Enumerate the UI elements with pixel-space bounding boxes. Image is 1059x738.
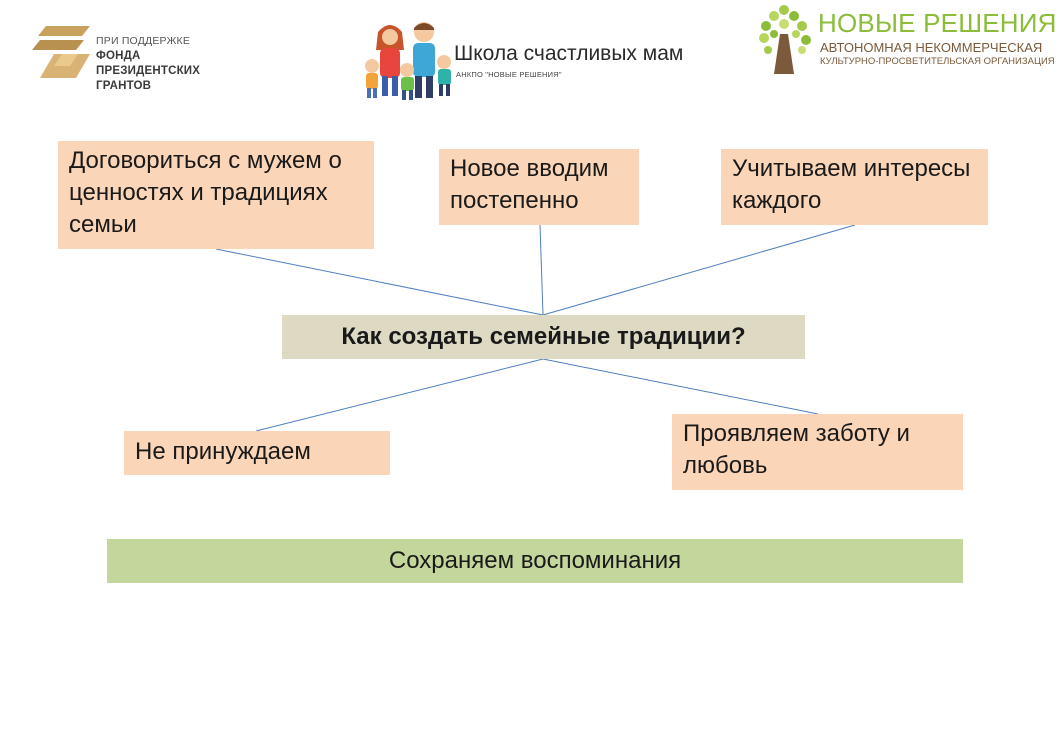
node-agree-with-husband: Договориться с мужем о ценностях и тради…: [58, 141, 374, 249]
fund-caption-line: ГРАНТОВ: [96, 80, 152, 92]
school-title: Школа счастливых мам: [454, 42, 684, 65]
org-subtitle-line2: КУЛЬТУРНО-ПРОСВЕТИТЕЛЬСКАЯ ОРГАНИЗАЦИЯ: [820, 56, 1055, 67]
org-subtitle-line1: АВТОНОМНАЯ НЕКОММЕРЧЕСКАЯ: [820, 40, 1043, 55]
fund-emblem-icon: [32, 26, 90, 78]
org-title: НОВЫЕ РЕШЕНИЯ: [818, 8, 1057, 38]
connector-line: [542, 358, 819, 415]
fund-caption: ПРИ ПОДДЕРЖКЕ ФОНДА ПРЕЗИДЕНТСКИХ ГРАНТО…: [96, 34, 200, 94]
node-consider-interests: Учитываем интересы каждого: [721, 149, 988, 225]
node-introduce-gradually: Новое вводим постепенно: [439, 149, 639, 225]
connector-line: [539, 224, 544, 316]
node-care-and-love: Проявляем заботу и любовь: [672, 414, 963, 490]
tree-emblem-icon: [759, 5, 811, 74]
happy-moms-school-logo: Школа счастливых мам АНКПО "НОВЫЕ РЕШЕНИ…: [362, 18, 702, 106]
school-subtitle: АНКПО "НОВЫЕ РЕШЕНИЯ": [456, 70, 562, 79]
fund-caption-line: ФОНДА: [96, 50, 141, 62]
center-question: Как создать семейные традиции?: [282, 315, 805, 359]
family-illustration-icon: [365, 22, 451, 100]
fund-caption-line: ПРИ ПОДДЕРЖКЕ: [96, 35, 191, 47]
connector-line: [542, 224, 856, 316]
node-no-coercion: Не принуждаем: [124, 431, 390, 475]
fund-caption-line: ПРЕЗИДЕНТСКИХ: [96, 65, 201, 77]
new-solutions-logo: НОВЫЕ РЕШЕНИЯ АВТОНОМНАЯ НЕКОММЕРЧЕСКАЯ …: [758, 4, 1058, 76]
connector-line: [255, 358, 544, 432]
presidential-grants-fund-logo: ПРИ ПОДДЕРЖКЕ ФОНДА ПРЕЗИДЕНТСКИХ ГРАНТО…: [32, 22, 252, 102]
node-keep-memories: Сохраняем воспоминания: [107, 539, 963, 583]
connector-line: [215, 248, 544, 316]
